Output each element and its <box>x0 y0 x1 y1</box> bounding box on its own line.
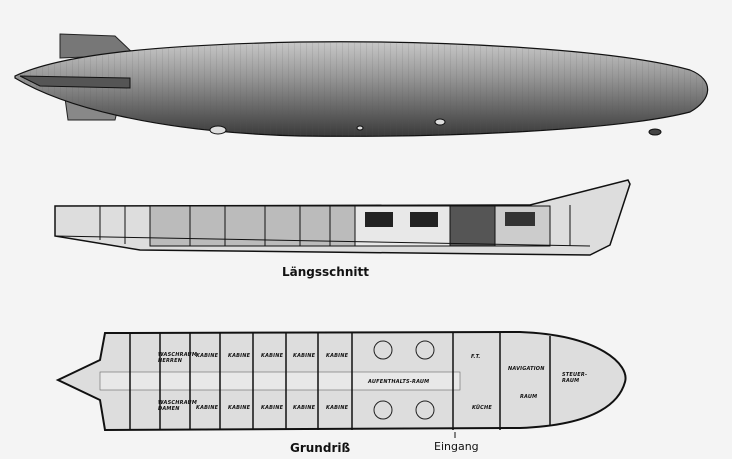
airship-side-view <box>14 33 709 137</box>
gondola-floor-plan <box>55 330 627 438</box>
caption-floor-plan: Grundriß <box>290 441 351 455</box>
room-label-cabin: KABINE <box>261 405 284 411</box>
room-label-cabin: KABINE <box>228 405 251 411</box>
room-label-washroom-men: WASCHRAUM HERREN <box>158 352 197 364</box>
room-label-kitchen: KÜCHE <box>472 405 493 411</box>
room-label-cabin: KABINE <box>196 405 219 411</box>
caption-longitudinal-section: Längsschnitt <box>282 265 369 279</box>
room-label-room: RAUM <box>520 394 538 400</box>
room-label-cabin: KABINE <box>293 405 316 411</box>
room-label-control: STEUER-RAUM <box>562 372 588 384</box>
room-label-navigation: NAVIGATION <box>508 366 545 372</box>
room-label-cabin: KABINE <box>326 405 349 411</box>
gondola-longitudinal-section <box>54 179 631 256</box>
room-label-cabin: KABINE <box>326 353 349 359</box>
room-label-radio: F.T. <box>471 354 481 360</box>
room-label-washroom-women: WASCHRAUM DAMEN <box>158 400 197 412</box>
room-label-cabin: KABINE <box>293 353 316 359</box>
room-label-cabin: KABINE <box>261 353 284 359</box>
room-label-cabin: KABINE <box>196 353 219 359</box>
room-label-lounge: AUFENTHALTS-RAUM <box>368 379 430 385</box>
room-label-cabin: KABINE <box>228 353 251 359</box>
caption-entrance: Eingang <box>434 440 479 453</box>
